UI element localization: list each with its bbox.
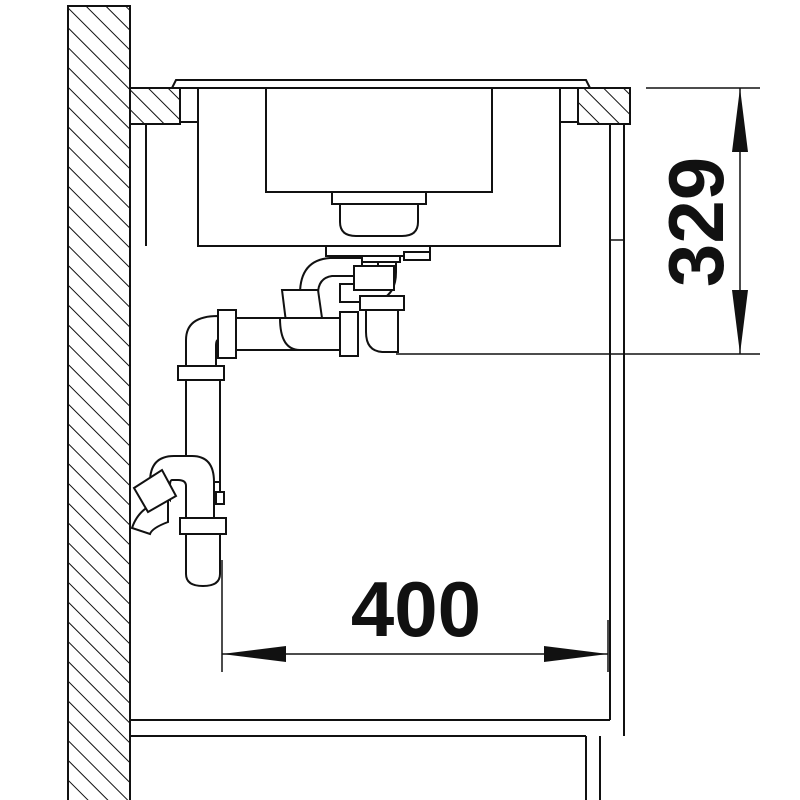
height-dimension-label: 329	[652, 157, 740, 287]
drain-strainer	[325, 191, 431, 257]
sink-rim	[171, 79, 591, 123]
height-dimension: 329	[396, 87, 760, 355]
waste-pipes	[185, 251, 431, 369]
width-dimension-label: 400	[351, 565, 481, 653]
trap	[130, 455, 227, 588]
countertop	[129, 87, 631, 125]
cabinet	[129, 124, 625, 800]
height-arrow-bottom	[732, 290, 748, 354]
wall	[67, 5, 131, 800]
width-dimension: 400	[221, 560, 609, 672]
width-arrow-right	[544, 646, 608, 662]
width-arrow-left	[222, 646, 286, 662]
height-arrow-top	[732, 88, 748, 152]
